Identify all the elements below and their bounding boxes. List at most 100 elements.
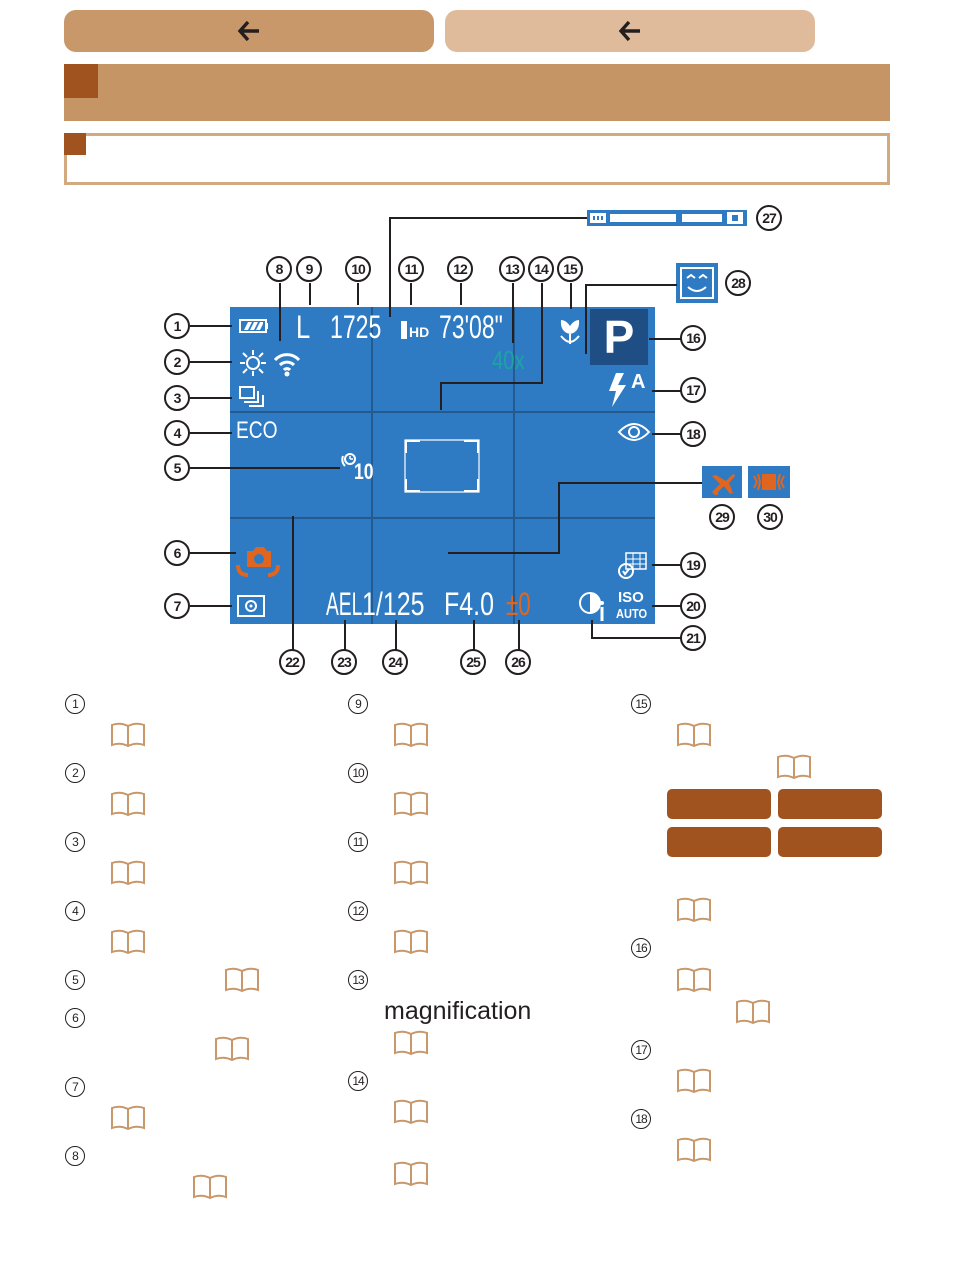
legend-text-magnification: magnification bbox=[384, 997, 532, 1025]
book-reference-icon[interactable] bbox=[676, 721, 712, 749]
camera-shake-icon bbox=[748, 466, 790, 498]
arrow-left-icon bbox=[237, 20, 259, 42]
zoom-factor-label: 40x bbox=[492, 345, 525, 375]
legend-number-1: 1 bbox=[65, 694, 85, 714]
movie-time-label: 73'08" bbox=[439, 309, 503, 345]
callout-18: 18 bbox=[680, 421, 706, 447]
callout-14: 14 bbox=[528, 256, 554, 282]
book-reference-icon[interactable] bbox=[393, 1029, 429, 1057]
subsection-marker bbox=[64, 133, 86, 155]
callout-11: 11 bbox=[398, 256, 424, 282]
legend-number-14: 14 bbox=[348, 1071, 368, 1091]
book-reference-icon[interactable] bbox=[735, 998, 771, 1026]
mode-tab-2[interactable] bbox=[778, 789, 882, 819]
mode-tab-4[interactable] bbox=[778, 827, 882, 857]
book-reference-icon[interactable] bbox=[192, 1173, 228, 1201]
book-reference-icon[interactable] bbox=[110, 790, 146, 818]
smile-detection-icon bbox=[676, 263, 718, 303]
arrow-left-icon bbox=[618, 20, 640, 42]
iso-auto-label: AUTO bbox=[616, 606, 648, 621]
legend-number-13: 13 bbox=[348, 970, 368, 990]
book-reference-icon[interactable] bbox=[110, 721, 146, 749]
ae-lock-label: AEL bbox=[326, 586, 363, 622]
iso-label: ISO bbox=[618, 589, 644, 606]
white-balance-sun-icon bbox=[240, 350, 266, 376]
callout-21: 21 bbox=[680, 625, 706, 651]
callout-28: 28 bbox=[725, 270, 751, 296]
flash-auto-icon bbox=[609, 373, 626, 407]
callout-5: 5 bbox=[164, 455, 190, 481]
red-eye-correction-icon bbox=[617, 423, 651, 441]
section-marker bbox=[64, 64, 98, 98]
previous-page-button[interactable] bbox=[445, 10, 815, 52]
self-timer-icon bbox=[341, 453, 356, 467]
legend-number-4: 4 bbox=[65, 901, 85, 921]
back-button[interactable] bbox=[64, 10, 434, 52]
callout-2: 2 bbox=[164, 349, 190, 375]
mode-tab-1[interactable] bbox=[667, 789, 771, 819]
shooting-mode-label: P bbox=[603, 311, 635, 363]
callout-26: 26 bbox=[505, 649, 531, 675]
book-reference-icon[interactable] bbox=[110, 859, 146, 887]
book-reference-icon[interactable] bbox=[676, 896, 712, 924]
book-reference-icon[interactable] bbox=[393, 928, 429, 956]
self-timer-value: 10 bbox=[354, 459, 374, 484]
callout-12: 12 bbox=[447, 256, 473, 282]
battery-icon bbox=[239, 319, 268, 333]
aperture-label: F4.0 bbox=[444, 586, 494, 622]
book-reference-icon[interactable] bbox=[676, 966, 712, 994]
legend-number-9: 9 bbox=[348, 694, 368, 714]
book-reference-icon[interactable] bbox=[110, 1104, 146, 1132]
legend-number-2: 2 bbox=[65, 763, 85, 783]
image-size-label: L bbox=[296, 309, 311, 345]
legend-number-12: 12 bbox=[348, 901, 368, 921]
exposure-compensation-label: ±0 bbox=[506, 586, 531, 622]
book-reference-icon[interactable] bbox=[110, 928, 146, 956]
mode-tab-3[interactable] bbox=[667, 827, 771, 857]
callout-7: 7 bbox=[164, 593, 190, 619]
camera-shake-warning-icon bbox=[236, 547, 280, 577]
book-reference-icon[interactable] bbox=[393, 1160, 429, 1188]
shots-remaining-label: 1725 bbox=[330, 309, 382, 345]
callout-22: 22 bbox=[279, 649, 305, 675]
svg-text:HD: HD bbox=[409, 324, 429, 340]
flash-mode-label: A bbox=[631, 371, 646, 393]
book-reference-icon[interactable] bbox=[393, 859, 429, 887]
callout-30: 30 bbox=[757, 504, 783, 530]
book-reference-icon[interactable] bbox=[393, 790, 429, 818]
continuous-shooting-icon bbox=[239, 386, 264, 407]
legend-number-7: 7 bbox=[65, 1077, 85, 1097]
legend-number-15: 15 bbox=[631, 694, 651, 714]
subsection-header-bar bbox=[64, 133, 890, 185]
callout-29: 29 bbox=[709, 504, 735, 530]
section-header-bar bbox=[64, 64, 890, 121]
zoom-bar bbox=[587, 210, 747, 226]
af-frame bbox=[404, 439, 480, 493]
book-reference-icon[interactable] bbox=[676, 1067, 712, 1095]
legend-number-17: 17 bbox=[631, 1040, 651, 1060]
book-reference-icon[interactable] bbox=[676, 1136, 712, 1164]
callout-8: 8 bbox=[266, 256, 292, 282]
legend-number-10: 10 bbox=[348, 763, 368, 783]
book-reference-icon[interactable] bbox=[776, 753, 812, 781]
legend-number-6: 6 bbox=[65, 1008, 85, 1028]
metering-mode-icon bbox=[237, 595, 265, 617]
book-reference-icon[interactable] bbox=[224, 966, 260, 994]
airplane-icon bbox=[702, 466, 742, 498]
legend-number-3: 3 bbox=[65, 832, 85, 852]
callout-19: 19 bbox=[680, 552, 706, 578]
callout-25: 25 bbox=[460, 649, 486, 675]
callout-1: 1 bbox=[164, 313, 190, 339]
legend-number-8: 8 bbox=[65, 1146, 85, 1166]
legend-number-16: 16 bbox=[631, 938, 651, 958]
callout-24: 24 bbox=[382, 649, 408, 675]
book-reference-icon[interactable] bbox=[393, 1098, 429, 1126]
callout-13: 13 bbox=[499, 256, 525, 282]
callout-4: 4 bbox=[164, 420, 190, 446]
callout-16: 16 bbox=[680, 325, 706, 351]
book-reference-icon[interactable] bbox=[214, 1035, 250, 1063]
book-reference-icon[interactable] bbox=[393, 721, 429, 749]
macro-flower-icon bbox=[560, 320, 580, 344]
callout-6: 6 bbox=[164, 540, 190, 566]
callout-17: 17 bbox=[680, 377, 706, 403]
